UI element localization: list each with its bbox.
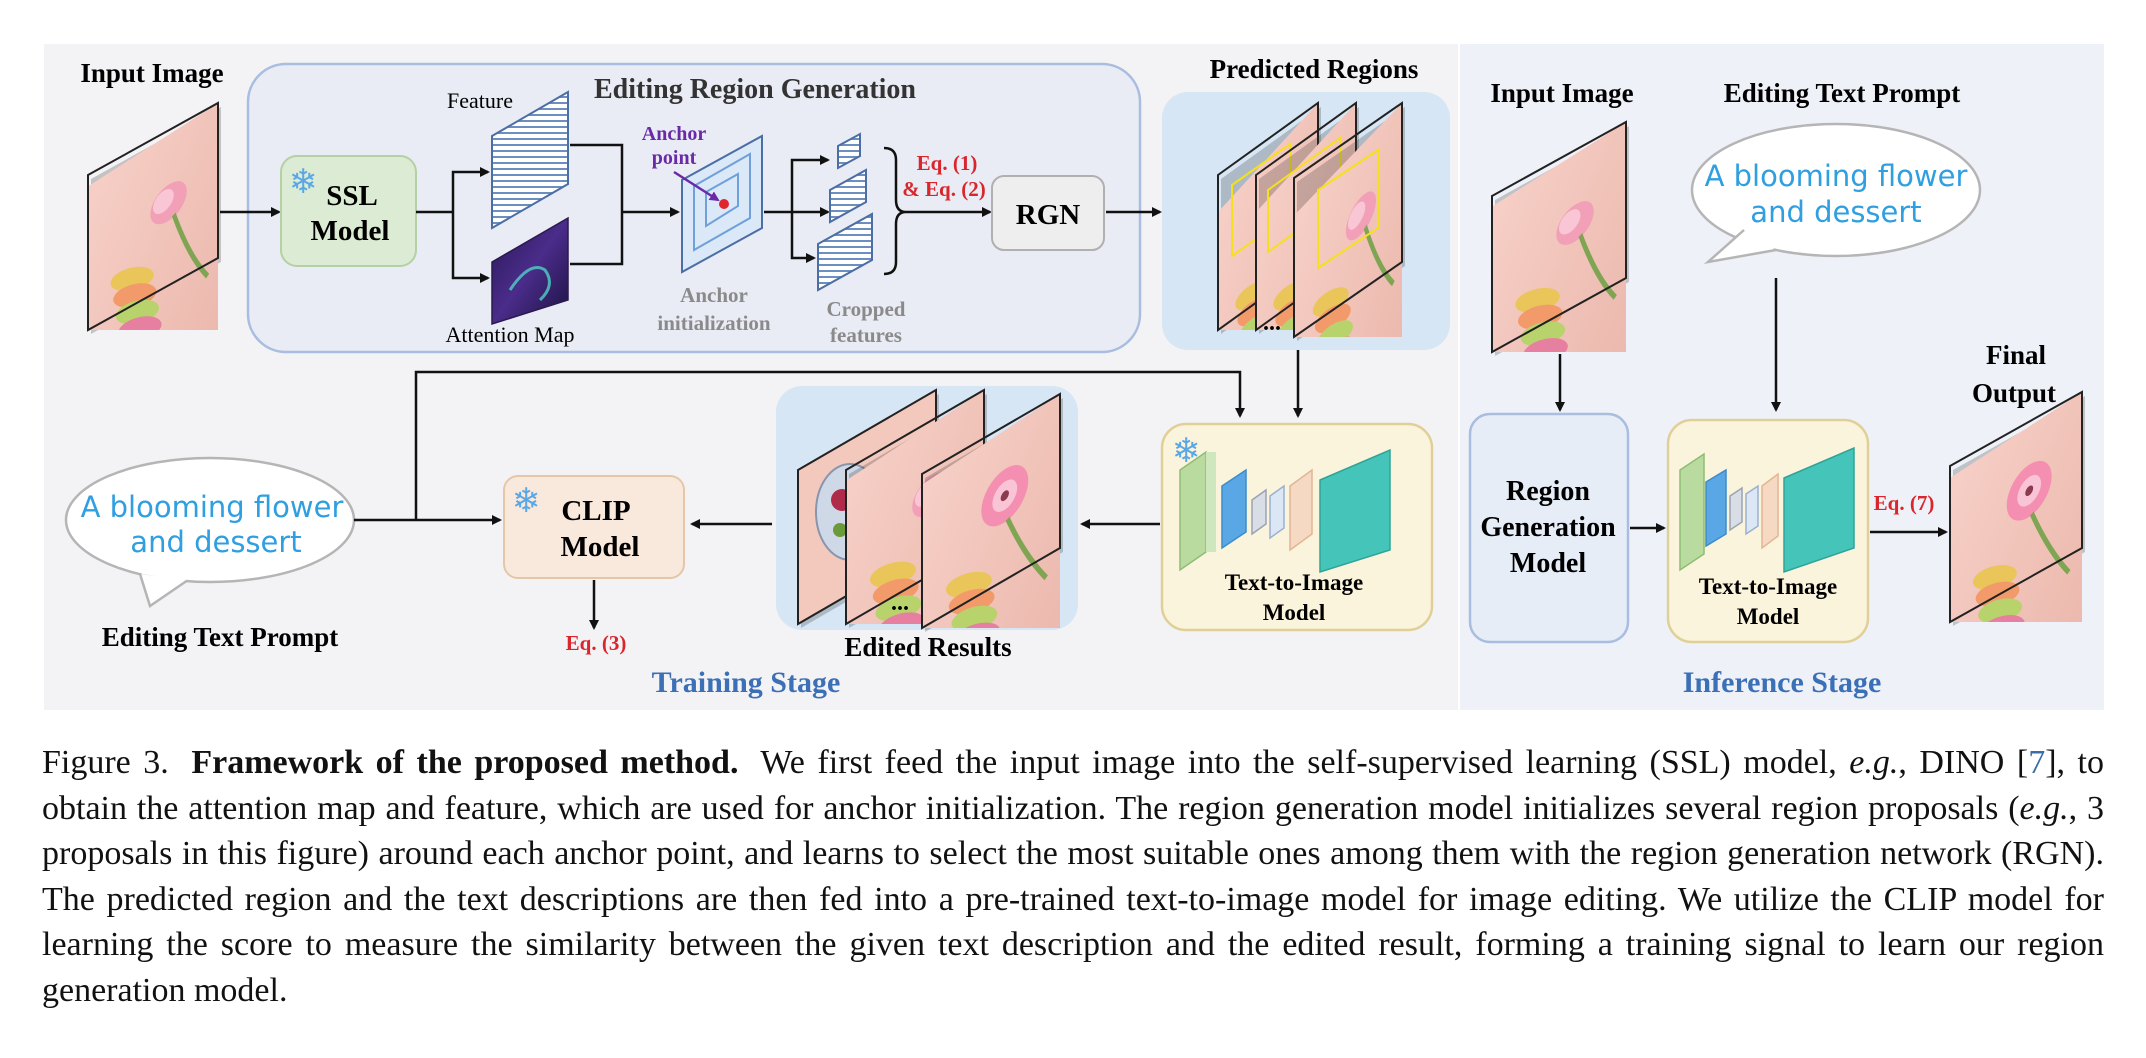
- caption-text-4: , 3 proposals in this figure) around eac…: [42, 789, 2105, 1009]
- prompt-label-training: Editing Text Prompt: [102, 622, 339, 652]
- rgn-label: RGN: [1016, 199, 1081, 231]
- figure-caption: Figure 3. Framework of the proposed meth…: [42, 740, 2104, 1013]
- t2i-network-icon: [1679, 446, 1855, 574]
- cropped-feature-large: [817, 212, 873, 292]
- clip-model-box: [503, 475, 685, 579]
- final-output-image: [1949, 390, 2085, 626]
- caption-eg-1: e.g.: [1849, 744, 1899, 781]
- predicted-regions-label: Predicted Regions: [1210, 54, 1419, 84]
- eq12-label-1: Eq. (1): [917, 151, 978, 175]
- clip-label-1: CLIP: [561, 495, 630, 527]
- caption-figure-label: Figure 3.: [42, 744, 169, 781]
- ssl-model-label-1: SSL: [326, 180, 378, 212]
- caption-text-2: , DINO [: [1898, 744, 2029, 781]
- caption-citation-link[interactable]: 7: [2028, 744, 2046, 781]
- t2i-label-training-1: Text-to-Image: [1225, 570, 1363, 595]
- input-image: [87, 101, 221, 334]
- anchor-grid: [681, 134, 763, 274]
- feature-map: [491, 90, 569, 230]
- training-stage-label: Training Stage: [652, 666, 841, 699]
- cropped-feature-small: [837, 132, 861, 170]
- attention-map-label: Attention Map: [446, 322, 575, 347]
- prompt-text-training-2: and dessert: [130, 525, 301, 559]
- rgn-box: [991, 175, 1105, 251]
- edited-result-images: [797, 388, 1063, 632]
- t2i-label-inference-2: Model: [1737, 604, 1800, 629]
- cropped-label-1: Cropped: [827, 297, 906, 321]
- region-generation-model-box: [1468, 412, 1630, 644]
- anchor-point-label-2: point: [652, 147, 697, 169]
- rgm-label-1: Region: [1506, 476, 1590, 507]
- snowflake-icon: ❄: [512, 481, 541, 521]
- t2i-label-training-2: Model: [1263, 600, 1326, 625]
- anchor-init-label-1: Anchor: [680, 283, 748, 307]
- final-output-label-1: Final: [1986, 340, 2047, 370]
- caption-title: Framework of the proposed method.: [191, 744, 739, 781]
- prompt-text-inference-1: A blooming flower: [1705, 159, 1968, 193]
- predicted-region-images: [1217, 101, 1405, 341]
- eq12-label-2: & Eq. (2): [902, 177, 985, 201]
- prompt-text-training-1: A blooming flower: [81, 490, 344, 524]
- caption-text-3: ], to obtain the attention map and featu…: [42, 744, 2104, 827]
- cropped-feature-medium: [829, 168, 867, 224]
- clip-label-2: Model: [561, 531, 640, 563]
- eq3-label: Eq. (3): [566, 631, 627, 655]
- snowflake-icon: ❄: [289, 162, 318, 202]
- caption-text-1: We first feed the input image into the s…: [760, 744, 1850, 781]
- predicted-ellipsis: ...: [1263, 310, 1281, 336]
- final-output-label-2: Output: [1972, 378, 2056, 408]
- feature-label: Feature: [447, 88, 513, 113]
- anchor-point-label-1: Anchor: [642, 123, 707, 145]
- inference-prompt-label: Editing Text Prompt: [1724, 78, 1961, 108]
- ssl-model-label-2: Model: [311, 215, 390, 247]
- prompt-bubble-inference: [1690, 122, 1982, 264]
- eq7-label: Eq. (7): [1874, 491, 1935, 515]
- t2i-network-icon: [1179, 448, 1391, 574]
- inference-input-image: [1491, 120, 1629, 356]
- caption-eg-2: e.g.: [2019, 789, 2069, 827]
- t2i-label-inference-1: Text-to-Image: [1699, 574, 1837, 599]
- erg-title: Editing Region Generation: [594, 74, 916, 105]
- inference-input-label: Input Image: [1490, 78, 1633, 108]
- edited-ellipsis: ...: [891, 590, 909, 616]
- input-image-label: Input Image: [80, 58, 223, 88]
- rgm-label-3: Model: [1510, 548, 1586, 579]
- cropped-label-2: features: [830, 323, 902, 347]
- anchor-init-label-2: initialization: [657, 311, 770, 335]
- edited-results-label: Edited Results: [844, 632, 1011, 662]
- prompt-text-inference-2: and dessert: [1750, 195, 1921, 229]
- inference-stage-label: Inference Stage: [1683, 666, 1882, 699]
- rgm-label-2: Generation: [1480, 512, 1616, 543]
- framework-figure: Editing Region Generation Input Image ❄ …: [44, 44, 2104, 710]
